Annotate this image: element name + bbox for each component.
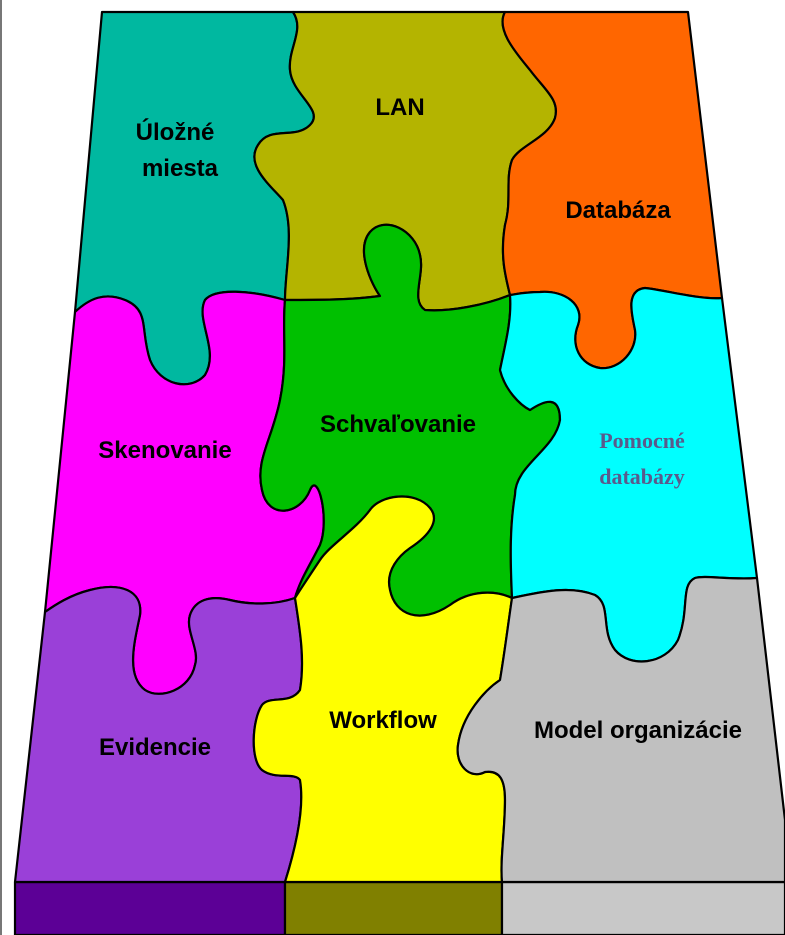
- base-segment-right: [500, 880, 785, 935]
- base-slab: [13, 880, 785, 935]
- label-model-organizacie: Model organizácie: [534, 717, 742, 744]
- piece-model-organizacie: [456, 575, 785, 884]
- label-evidencie: Evidencie: [99, 734, 211, 761]
- label-pomocne-databazy-line1: Pomocné: [599, 428, 685, 453]
- base-segment-left: [13, 880, 287, 935]
- label-ulozne-miesta-line2: miesta: [142, 155, 219, 182]
- label-skenovanie: Skenovanie: [98, 437, 231, 464]
- label-ulozne-miesta-line1: Úložné: [136, 118, 215, 146]
- label-schvalovanie: Schvaľovanie: [320, 411, 476, 438]
- label-lan: LAN: [375, 94, 424, 121]
- label-pomocne-databazy-line2: databázy: [599, 464, 685, 489]
- piece-labels: Úložné miesta LAN Databáza Skenovanie Sc…: [98, 94, 742, 761]
- label-databaza: Databáza: [565, 197, 671, 224]
- label-workflow: Workflow: [329, 707, 437, 734]
- base-segment-middle: [283, 880, 504, 935]
